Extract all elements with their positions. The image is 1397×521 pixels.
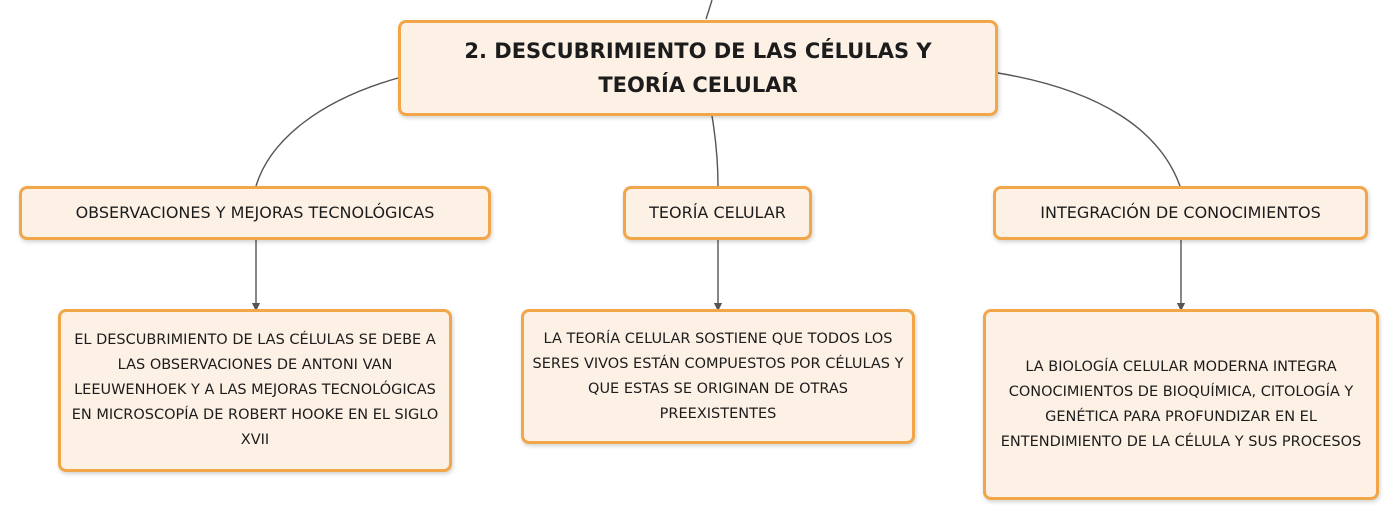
connector-root-to-observaciones [255, 77, 399, 187]
parent-connector [705, 0, 713, 20]
branch-label-teoria-celular: TEORÍA CELULAR [649, 203, 786, 222]
root-topic-node[interactable]: 2. DESCUBRIMIENTO DE LAS CÉLULAS Y TEORÍ… [398, 20, 998, 116]
branch-label-observaciones: OBSERVACIONES Y MEJORAS TECNOLÓGICAS [75, 203, 435, 222]
branch-node-teoria-celular[interactable]: TEORÍA CELULAR [623, 186, 812, 240]
detail-node-observaciones[interactable]: EL DESCUBRIMIENTO DE LAS CÉLULAS SE DEBE… [58, 309, 452, 472]
detail-text-integracion: LA BIOLOGÍA CELULAR MODERNA INTEGRA CONO… [1000, 358, 1362, 450]
connector-root-to-integracion [997, 72, 1181, 187]
connector-root-to-teoria [711, 115, 719, 187]
branch-label-integracion: INTEGRACIÓN DE CONOCIMIENTOS [1040, 203, 1321, 222]
branch-node-integracion[interactable]: INTEGRACIÓN DE CONOCIMIENTOS [993, 186, 1368, 240]
branch-node-observaciones[interactable]: OBSERVACIONES Y MEJORAS TECNOLÓGICAS [19, 186, 491, 240]
detail-text-observaciones: EL DESCUBRIMIENTO DE LAS CÉLULAS SE DEBE… [71, 332, 439, 448]
detail-text-teoria-celular: LA TEORÍA CELULAR SOSTIENE QUE TODOS LOS… [532, 330, 904, 422]
root-topic-label: 2. DESCUBRIMIENTO DE LAS CÉLULAS Y TEORÍ… [464, 39, 932, 97]
detail-node-teoria-celular[interactable]: LA TEORÍA CELULAR SOSTIENE QUE TODOS LOS… [521, 309, 915, 444]
detail-node-integracion[interactable]: LA BIOLOGÍA CELULAR MODERNA INTEGRA CONO… [983, 309, 1379, 500]
